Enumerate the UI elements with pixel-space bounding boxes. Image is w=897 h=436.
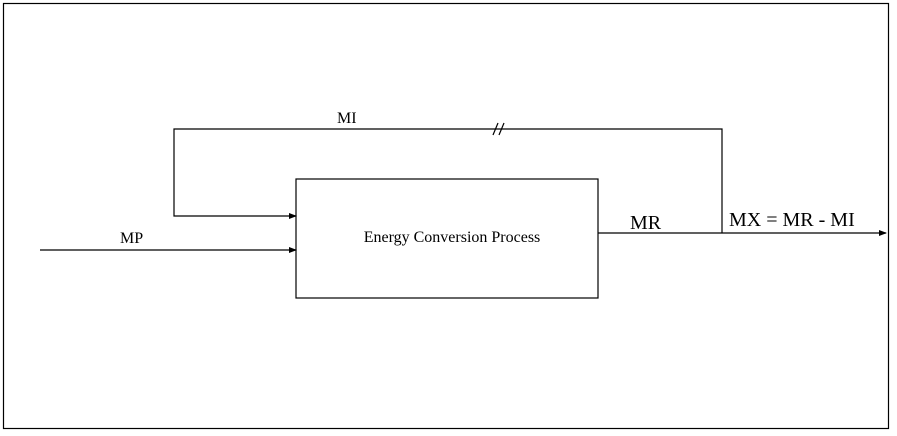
process-label: Energy Conversion Process xyxy=(364,229,541,246)
outer-frame xyxy=(2,2,890,430)
mr-label: MR xyxy=(630,212,662,234)
mp-label: MP xyxy=(120,230,143,247)
process-box xyxy=(295,178,599,299)
mx-label: MX = MR - MI xyxy=(729,209,855,231)
mi-label: MI xyxy=(337,110,357,127)
mi-loop-line xyxy=(173,128,723,233)
loop-break-mark xyxy=(492,122,505,136)
